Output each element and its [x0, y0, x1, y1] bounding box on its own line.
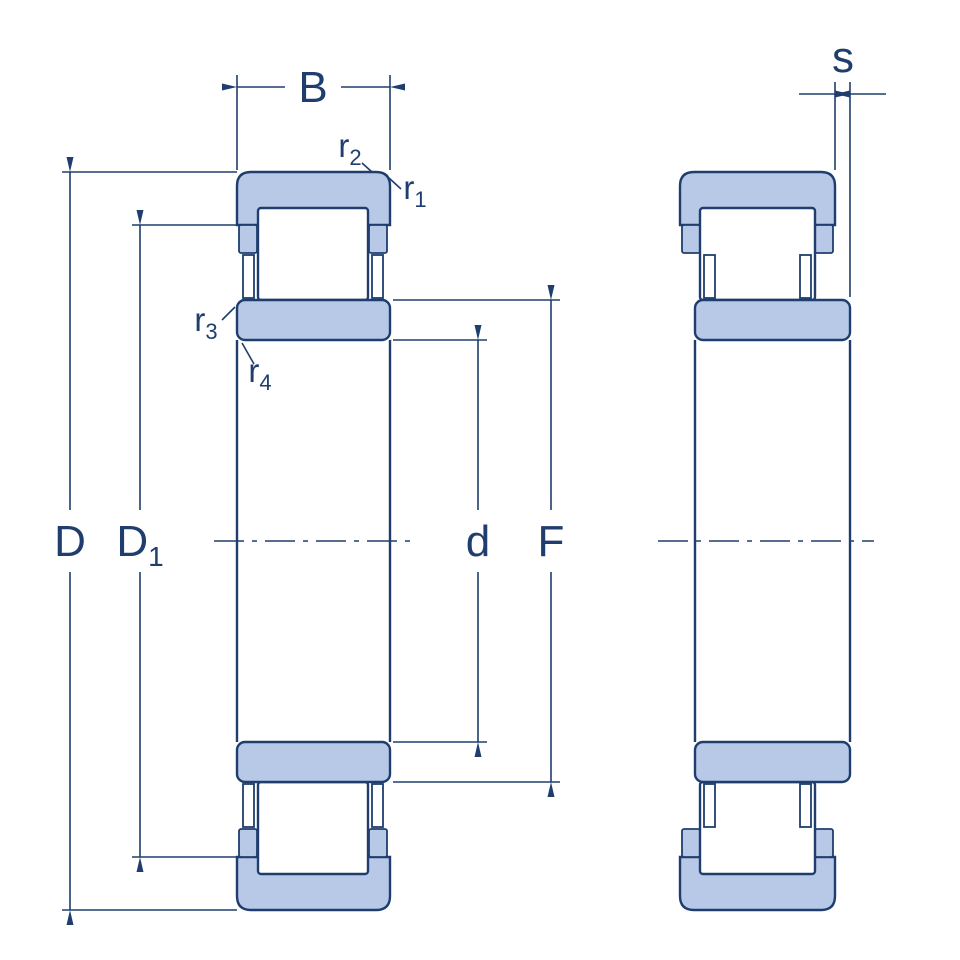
roller-top	[698, 206, 817, 302]
dimension-raceway-diameter-group: F	[393, 285, 565, 797]
dim-label-radius-3: r3	[194, 301, 217, 344]
dimension-axial-displacement-group: s	[799, 33, 886, 297]
outer-ring-flange-left	[681, 828, 701, 858]
dimension-bore-diameter-group: d	[393, 325, 490, 757]
cage-bar	[703, 254, 716, 299]
outer-ring-flange-right	[814, 828, 834, 858]
inner-ring-top-section	[693, 298, 852, 342]
cage-bar	[703, 783, 716, 828]
cage-bar	[371, 254, 384, 299]
roller-top	[256, 206, 370, 302]
outer-ring-flange-left	[681, 224, 701, 254]
leader-line	[361, 162, 373, 173]
dim-label-axial-displacement: s	[832, 33, 854, 82]
dim-label-outer-diameter: D	[54, 517, 86, 566]
dim-label-radius-2: r2	[338, 127, 361, 170]
outer-ring-flange-right	[814, 224, 834, 254]
dim-label-shoulder-diameter: D1	[116, 517, 163, 572]
right-view	[658, 170, 874, 912]
roller-bottom	[698, 780, 817, 876]
left-view	[214, 170, 413, 912]
dimension-width-group: B	[222, 63, 405, 170]
outer-ring-flange-right	[368, 828, 388, 858]
inner-ring-bottom-section	[235, 740, 392, 784]
dim-label-radius-1: r1	[403, 169, 426, 212]
inner-ring-bottom-section	[693, 740, 852, 784]
roller-bottom	[256, 780, 370, 876]
outer-ring-flange-left	[238, 224, 258, 254]
inner-ring-top-section	[235, 298, 392, 342]
dim-label-width: B	[298, 63, 327, 112]
dim-label-radius-4: r4	[248, 352, 271, 395]
outer-ring-flange-right	[368, 224, 388, 254]
leader-line	[241, 342, 255, 365]
outer-ring-flange-left	[238, 828, 258, 858]
cage-bar	[799, 254, 812, 299]
cage-bar	[799, 783, 812, 828]
dim-label-raceway-diameter: F	[538, 517, 565, 566]
dimension-shoulder-diameter-group: D1	[116, 210, 237, 872]
dimension-outer-diameter-group: D	[54, 157, 237, 925]
cage-bar	[242, 254, 255, 299]
leader-line	[221, 306, 236, 321]
dim-label-bore-diameter: d	[466, 517, 490, 566]
leader-line	[388, 177, 402, 190]
cage-bar	[242, 783, 255, 828]
radius-callouts-group: r2 r1 r3 r4	[194, 127, 426, 395]
cage-bar	[371, 783, 384, 828]
